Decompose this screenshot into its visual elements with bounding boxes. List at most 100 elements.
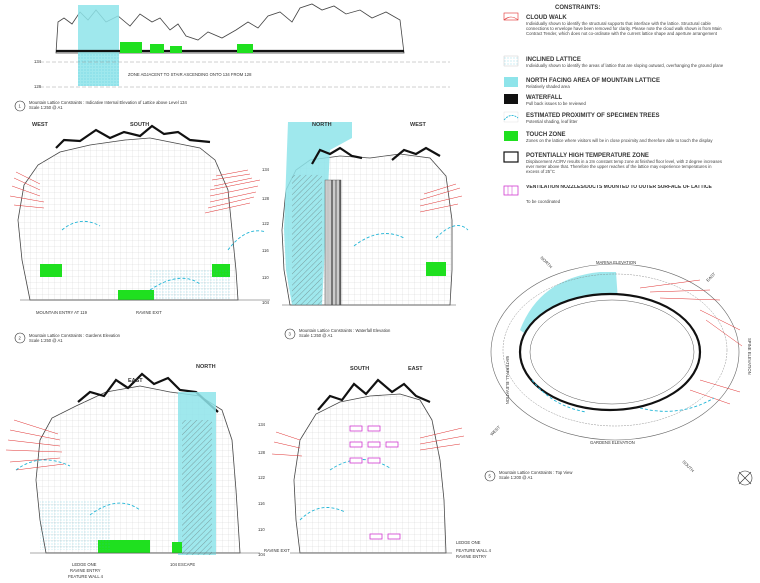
- caption-waterfall: Mountain Lattice Constraints : Waterfall…: [299, 328, 391, 333]
- south-vent-nozzles: [349, 425, 401, 540]
- level-104-mid: 104: [262, 300, 270, 305]
- top-gardens-elevation: GARDENS ELEVATION: [590, 440, 635, 445]
- legend-body-trees: Potential shading, leaf litter: [526, 119, 578, 124]
- level-labels-bottom: 134 128 122 116 110 104: [258, 422, 266, 557]
- scale-internal: Scale 1:250 @ A1: [29, 105, 63, 110]
- south-entry: RAVINE ENTRY: [456, 554, 487, 559]
- stair-zone-note: ZONE ADJACENT TO STAIR ASCENDING ONTO 13…: [128, 72, 252, 77]
- view-marker-5: [484, 470, 496, 482]
- level-122-bot: 122: [258, 475, 266, 480]
- gardens-label-west: WEST: [32, 122, 49, 128]
- legend-body-inclined: Individually shown to identify the areas…: [526, 63, 723, 68]
- legend-body-cloud: Individually shown to identify the struc…: [526, 21, 722, 36]
- waterfall-label-west: WEST: [410, 122, 427, 128]
- legend-swatch-trees: [503, 111, 519, 123]
- east-touch-zone-ravine: [98, 540, 150, 553]
- east-label-north: NORTH: [196, 364, 216, 370]
- legend-title-cloud: CLOUD WALK: [526, 15, 567, 21]
- caption-internal: Mountain Lattice Constraints : Indicativ…: [29, 100, 187, 105]
- east-label-east: EAST: [128, 378, 143, 384]
- view-top: MARINA ELEVATION GARDENS ELEVATION WATER…: [484, 255, 753, 486]
- legend-title-trees: ESTIMATED PROXIMITY OF SPECIMEN TREES: [526, 113, 659, 119]
- waterfall-north-hatch: [292, 175, 322, 305]
- east-feature: FEATURE WALL 4: [68, 574, 104, 579]
- view-marker-3: [284, 328, 296, 340]
- legend-header: CONSTRAINTS:: [555, 5, 600, 11]
- level-label-134: 134: [34, 59, 42, 64]
- gardens-inclined-lattice: [150, 270, 230, 300]
- south-ledge: LEDGE ONE: [456, 540, 481, 545]
- legend-swatch-north: [504, 77, 518, 87]
- south-exit: RAVINE EXIT: [264, 548, 290, 553]
- top-east-label: EAST: [705, 271, 717, 283]
- caption-top: Mountain Lattice Constraints : Top View: [499, 470, 573, 475]
- top-south-label: SOUTH: [681, 459, 695, 473]
- legend-title-vents: VENTILATION NOZZLES/DUCTS MOUNTED TO OUT…: [526, 185, 712, 190]
- waterfall-red-structure: [419, 183, 463, 213]
- level-104-bot: 104: [258, 552, 266, 557]
- scale-gardens: Scale 1:250 @ A1: [29, 338, 63, 343]
- south-feature: FEATURE WALL 4: [456, 548, 492, 553]
- east-entry: RAVINE ENTRY: [70, 568, 101, 573]
- top-west-label: WEST: [489, 424, 501, 436]
- legend-swatch-hightemp: [503, 151, 519, 163]
- gardens-red-structure: [204, 169, 261, 214]
- top-north-label: NORTH: [539, 255, 553, 269]
- east-escape: 104 ESCAPE: [170, 562, 195, 567]
- level-128-bot: 128: [258, 450, 266, 455]
- top-tree-proximity: [531, 379, 715, 413]
- gardens-entry: MOUNTAIN ENTRY AT 119: [36, 310, 88, 315]
- legend-swatch-cloud: [503, 12, 519, 21]
- waterfall-cloud-walk: [311, 146, 441, 165]
- top-red-structure: [639, 279, 743, 405]
- legend-body-vents: To be coordinated: [526, 199, 561, 204]
- legend-swatch-vents: [503, 185, 519, 196]
- legend-title-waterfall: WATERFALL: [526, 95, 563, 101]
- view-marker-1: [14, 100, 26, 112]
- scale-waterfall: Scale 1:250 @ A1: [299, 333, 333, 338]
- east-ledge: LEDGE ONE: [72, 562, 97, 567]
- legend-body-waterfall: Pull back issues to be reviewed: [526, 101, 587, 106]
- north-arrow-icon: [737, 470, 753, 486]
- legend-title-touch: TOUCH ZONE: [526, 132, 566, 138]
- legend-title-inclined: INCLINED LATTICE: [526, 57, 581, 63]
- touch-zone-a: [120, 42, 142, 53]
- view-east-elevation: EAST NORTH LEDGE ONE RAVINE ENTRY FEATUR…: [5, 364, 260, 579]
- top-lattice-ring: [502, 273, 728, 427]
- legend-swatch-waterfall: [504, 94, 518, 104]
- internal-hatch-zone: [78, 53, 119, 86]
- gardens-exit: RAVINE EXIT: [136, 310, 162, 315]
- view-number-3: 3: [289, 332, 292, 337]
- gardens-label-south: SOUTH: [130, 122, 149, 128]
- waterfall-tree-proximity: [353, 225, 469, 247]
- gardens-cloud-walk: [55, 124, 211, 149]
- gardens-red-structure-left: [9, 171, 45, 209]
- gardens-touch-zone-exit: [118, 290, 154, 300]
- level-labels-middle: 134 128 122 116 110 104: [262, 167, 270, 305]
- view-number-2: 2: [19, 336, 22, 341]
- legend-body-north: Relatively shaded area: [526, 84, 570, 89]
- top-marina-elevation: MARINA ELEVATION: [596, 260, 636, 265]
- level-122-mid: 122: [262, 221, 270, 226]
- east-touch-zone-escape: [172, 542, 182, 553]
- south-label-south: SOUTH: [350, 366, 369, 372]
- scale-top: Scale 1:200 @ A1: [499, 475, 533, 480]
- gardens-touch-zone-left: [40, 264, 62, 277]
- waterfall-touch-zone: [426, 262, 446, 276]
- touch-zone-d: [237, 44, 253, 53]
- level-110-mid: 110: [262, 275, 269, 280]
- level-134-mid: 134: [262, 167, 270, 172]
- view-gardens-elevation: WEST SOUTH MOUNTAIN ENTRY AT 119 RAVINE …: [9, 122, 270, 344]
- touch-zone-c: [170, 46, 182, 53]
- view-south-elevation: SOUTH EAST RAVINE EXIT LEDGE ONE FEATURE…: [264, 366, 492, 559]
- level-128-mid: 128: [262, 196, 270, 201]
- top-inner-void: [529, 299, 695, 405]
- top-waterfall-elevation: WATERFALL ELEVATION: [505, 356, 510, 404]
- legend-title-north: NORTH FACING AREA OF MOUNTAIN LATTICE: [526, 78, 660, 84]
- east-cloud-walk: [77, 372, 219, 413]
- view-waterfall-elevation: NORTH WEST 3 Mountain Lattice Constraint…: [281, 122, 469, 340]
- south-cloud-walk: [317, 378, 431, 411]
- view-number-5: 5: [489, 474, 492, 479]
- south-red-structure: [271, 427, 465, 457]
- legend-panel: CONSTRAINTS: CLOUD WALK Individually sho…: [503, 5, 723, 204]
